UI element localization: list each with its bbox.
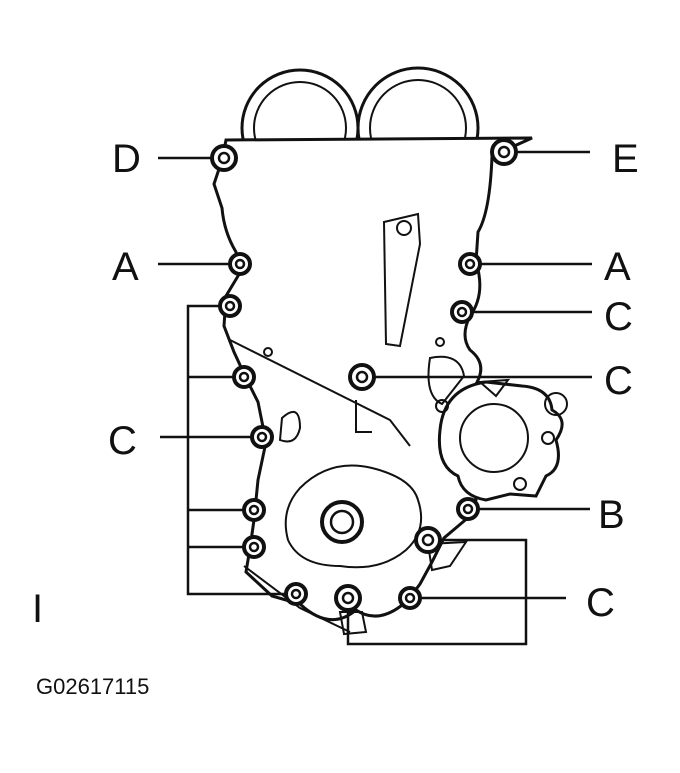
- callout-labels: D E A A C C C B C I G02617115: [32, 137, 639, 699]
- bolt-c-pump-lower: [414, 526, 442, 554]
- water-pump-bore: [459, 403, 529, 473]
- bolt-c-left: [250, 425, 274, 449]
- bolt-a-right: [458, 252, 482, 276]
- callout-c-right-middle: C: [604, 359, 633, 403]
- bolt-c-bottom-left: [284, 582, 308, 606]
- pump-hole-right: [541, 431, 555, 445]
- figure-id: G02617115: [36, 674, 149, 699]
- bolt-c-right-upper: [450, 300, 474, 324]
- bolt-d: [210, 144, 238, 172]
- bolt-c-bottom-center: [334, 584, 362, 612]
- pump-hole-bottom: [513, 477, 527, 491]
- callout-c-bottom-right: C: [586, 581, 615, 625]
- bolt-c-left-upper: [232, 365, 256, 389]
- panel-marker: I: [32, 587, 43, 631]
- leader-lines: [158, 150, 592, 646]
- bolt-c-right-middle: [348, 363, 376, 391]
- bolt-b: [456, 497, 480, 521]
- bolt-c-left-lower: [242, 498, 266, 522]
- callout-b: B: [598, 493, 625, 537]
- bracket-left-c-bolts: [186, 304, 290, 596]
- pump-boss-top: [544, 392, 568, 416]
- callout-e: E: [612, 137, 639, 181]
- callout-c-right-upper: C: [604, 295, 633, 339]
- callout-c-left: C: [108, 419, 137, 463]
- crankshaft-bore: [329, 509, 355, 535]
- bolt-c-bottom-right: [398, 586, 422, 610]
- callout-d: D: [112, 137, 141, 181]
- oil-pump-body: [284, 464, 422, 569]
- bolt-c-upper-left: [218, 294, 242, 318]
- bolt-c-left-bottom: [242, 535, 266, 559]
- callout-a-right: A: [604, 245, 631, 289]
- bolt-a-left: [228, 252, 252, 276]
- callout-a-left: A: [112, 245, 139, 289]
- pump-hole-left: [435, 399, 449, 413]
- bolt-e: [490, 138, 518, 166]
- bolts: [210, 138, 518, 612]
- cover-interior-details: [229, 212, 511, 636]
- bracket-bottom-c-bolts: [346, 538, 528, 646]
